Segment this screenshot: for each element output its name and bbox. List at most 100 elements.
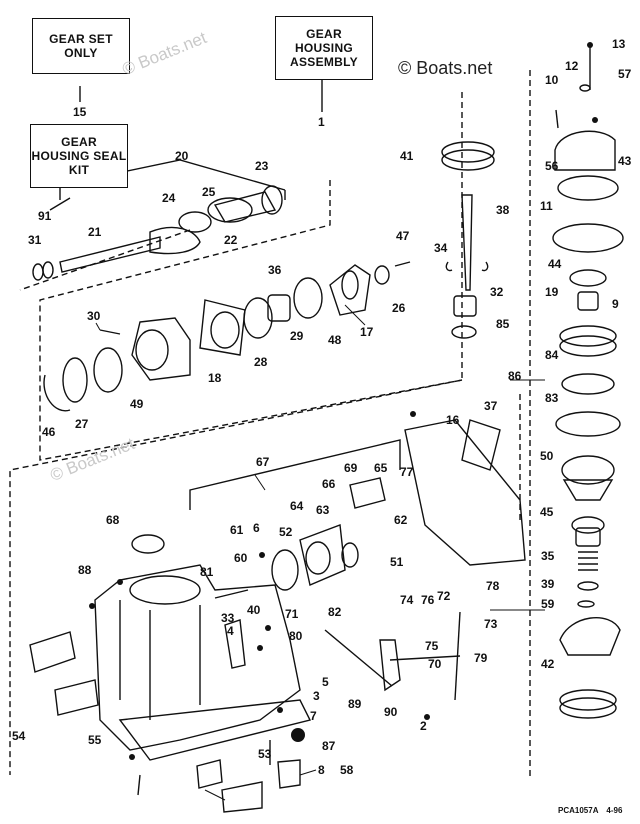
part-label: 90 xyxy=(384,705,398,719)
part-label: 30 xyxy=(87,309,101,323)
part-label: 23 xyxy=(255,159,269,173)
part-label: 75 xyxy=(425,639,439,653)
part-label: 33 xyxy=(221,611,235,625)
part-label: 89 xyxy=(348,697,362,711)
part-label: 5 xyxy=(322,675,329,689)
part-label: 91 xyxy=(38,209,52,223)
part-label: 84 xyxy=(545,348,559,362)
drawing-code-id: PCA1057A xyxy=(558,806,599,815)
part-label: 73 xyxy=(484,617,498,631)
part-label: 17 xyxy=(360,325,374,339)
part-label: 60 xyxy=(234,551,248,565)
part-label: 11 xyxy=(540,199,553,213)
part-label: 27 xyxy=(75,417,89,431)
part-label: 86 xyxy=(508,369,522,383)
part-label: 81 xyxy=(200,565,214,579)
part-label: 35 xyxy=(541,549,555,563)
part-label: 38 xyxy=(496,203,510,217)
part-label: 19 xyxy=(545,285,559,299)
part-label: 18 xyxy=(208,371,222,385)
part-label: 37 xyxy=(484,399,498,413)
part-label: 44 xyxy=(548,257,562,271)
part-label: 56 xyxy=(545,159,559,173)
part-label: 36 xyxy=(268,263,282,277)
gear-housing-assembly-box: GEAR HOUSING ASSEMBLY xyxy=(275,16,373,80)
part-label: 67 xyxy=(256,455,270,469)
part-label: 13 xyxy=(612,37,626,51)
part-label: 71 xyxy=(285,607,299,621)
part-label: 77 xyxy=(400,465,414,479)
part-label: 69 xyxy=(344,461,358,475)
part-label: 7 xyxy=(310,709,317,723)
part-label: 10 xyxy=(545,73,559,87)
gear-housing-assembly-text: GEAR HOUSING ASSEMBLY xyxy=(290,27,358,69)
part-label: 78 xyxy=(486,579,500,593)
part-label: 58 xyxy=(340,763,354,777)
gear-set-only-text: GEAR SET ONLY xyxy=(49,32,113,60)
seal-kit-text: GEAR HOUSING SEAL KIT xyxy=(31,135,127,177)
part-label: 20 xyxy=(175,149,189,163)
part-label: 83 xyxy=(545,391,559,405)
part-label: 87 xyxy=(322,739,336,753)
part-label: 82 xyxy=(328,605,342,619)
part-label: 80 xyxy=(289,629,303,643)
part-label: 54 xyxy=(12,729,26,743)
part-label: 41 xyxy=(400,149,414,163)
part-label: 70 xyxy=(428,657,442,671)
part-label: 74 xyxy=(400,593,414,607)
part-label: 53 xyxy=(258,747,272,761)
part-label: 50 xyxy=(540,449,554,463)
part-label: 28 xyxy=(254,355,268,369)
part-label: 57 xyxy=(618,67,632,81)
part-label: 6 xyxy=(253,521,260,535)
part-label: 66 xyxy=(322,477,336,491)
part-label: 16 xyxy=(446,413,460,427)
part-label: 85 xyxy=(496,317,510,331)
part-label: 26 xyxy=(392,301,406,315)
part-label: 88 xyxy=(78,563,92,577)
part-label: 61 xyxy=(230,523,244,537)
part-label: 22 xyxy=(224,233,238,247)
part-label: 51 xyxy=(390,555,404,569)
part-label: 40 xyxy=(247,603,261,617)
part-label: 52 xyxy=(279,525,293,539)
part-label: 62 xyxy=(394,513,408,527)
part-label: 55 xyxy=(88,733,102,747)
part-label: 46 xyxy=(42,425,56,439)
part-label: 34 xyxy=(434,241,448,255)
part-label: 31 xyxy=(28,233,42,247)
part-label: 79 xyxy=(474,651,488,665)
part-label: 24 xyxy=(162,191,176,205)
gear-set-only-box: GEAR SET ONLY xyxy=(32,18,130,74)
group-outlines xyxy=(9,70,531,780)
part-label: 21 xyxy=(88,225,102,239)
watermark-main: © Boats.net xyxy=(398,58,493,78)
part-label: 72 xyxy=(437,589,451,603)
part-label: 39 xyxy=(541,577,555,591)
part-label: 2 xyxy=(420,719,427,733)
part-label: 64 xyxy=(290,499,304,513)
part-label: 8 xyxy=(318,763,325,777)
part-label: 45 xyxy=(540,505,554,519)
part-label: 68 xyxy=(106,513,120,527)
seal-kit-box: GEAR HOUSING SEAL KIT xyxy=(30,124,128,188)
part-label: 12 xyxy=(565,59,579,73)
part-label: 1 xyxy=(318,115,325,129)
part-label: 29 xyxy=(290,329,304,343)
part-label: 42 xyxy=(541,657,555,671)
part-label: 32 xyxy=(490,285,504,299)
part-label: 3 xyxy=(313,689,320,703)
part-label: 49 xyxy=(130,397,144,411)
part-label: 15 xyxy=(73,105,87,119)
drawing-code: PCA1057A 4-96 xyxy=(558,806,622,815)
part-label: 59 xyxy=(541,597,555,611)
part-label: 65 xyxy=(374,461,388,475)
part-label: 25 xyxy=(202,185,216,199)
part-label: 48 xyxy=(328,333,342,347)
part-label: 63 xyxy=(316,503,330,517)
part-label: 47 xyxy=(396,229,410,243)
part-label: 76 xyxy=(421,593,435,607)
part-label: 43 xyxy=(618,154,632,168)
